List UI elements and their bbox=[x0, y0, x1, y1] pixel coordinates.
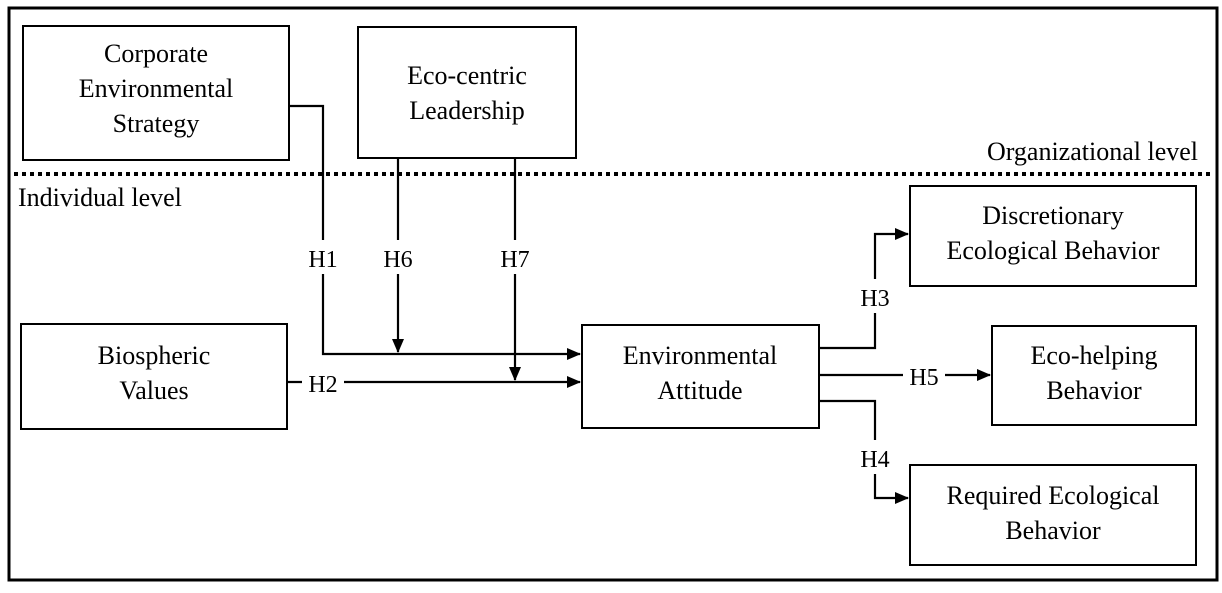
hypothesis-h5: H5 bbox=[903, 358, 945, 392]
hypothesis-h6: H6 bbox=[380, 240, 416, 274]
svg-text:Values: Values bbox=[119, 376, 188, 405]
hypothesis-h4: H4 bbox=[857, 440, 893, 474]
node-eco-helping-behavior: Eco-helping Behavior bbox=[991, 325, 1197, 426]
h2-label: H2 bbox=[308, 372, 337, 398]
svg-text:Ecological Behavior: Ecological Behavior bbox=[947, 236, 1160, 265]
svg-text:Required Ecological: Required Ecological bbox=[947, 481, 1160, 510]
node-discretionary-ecological-behavior: Discretionary Ecological Behavior bbox=[909, 185, 1197, 287]
outer-frame bbox=[7, 6, 1219, 582]
h3-label: H3 bbox=[860, 286, 889, 312]
svg-text:Corporate: Corporate bbox=[104, 39, 208, 68]
organizational-level-label: Organizational level bbox=[987, 137, 1198, 166]
node-biospheric-values: Biospheric Values bbox=[20, 323, 288, 430]
svg-text:Attitude: Attitude bbox=[657, 376, 742, 405]
svg-text:Leadership: Leadership bbox=[409, 96, 525, 125]
svg-text:Environmental: Environmental bbox=[79, 74, 234, 103]
svg-text:Eco-helping: Eco-helping bbox=[1030, 341, 1157, 370]
hypothesis-h2: H2 bbox=[302, 365, 344, 399]
path-h1 bbox=[289, 104, 581, 360]
node-environmental-attitude: Environmental Attitude bbox=[581, 324, 820, 429]
individual-level-label: Individual level bbox=[18, 183, 182, 212]
svg-text:Behavior: Behavior bbox=[1046, 376, 1142, 405]
svg-text:Strategy: Strategy bbox=[113, 109, 200, 138]
h6-label: H6 bbox=[383, 247, 412, 273]
h7-label: H7 bbox=[500, 247, 529, 273]
h5-label: H5 bbox=[909, 365, 938, 391]
h4-label: H4 bbox=[860, 447, 889, 473]
svg-text:Environmental: Environmental bbox=[623, 341, 778, 370]
hypothesis-h3: H3 bbox=[857, 279, 893, 313]
node-required-ecological-behavior: Required Ecological Behavior bbox=[909, 464, 1197, 566]
h1-label: H1 bbox=[308, 247, 337, 273]
svg-text:Discretionary: Discretionary bbox=[982, 201, 1124, 230]
svg-text:Eco-centric: Eco-centric bbox=[407, 61, 527, 90]
svg-text:Biospheric: Biospheric bbox=[98, 341, 211, 370]
node-eco-centric-leadership: Eco-centric Leadership bbox=[357, 26, 577, 159]
hypothesis-h1: H1 bbox=[305, 240, 341, 274]
hypothesis-h7: H7 bbox=[497, 240, 533, 274]
svg-text:Behavior: Behavior bbox=[1005, 516, 1101, 545]
node-corporate-environmental-strategy: Corporate Environmental Strategy bbox=[22, 25, 290, 161]
